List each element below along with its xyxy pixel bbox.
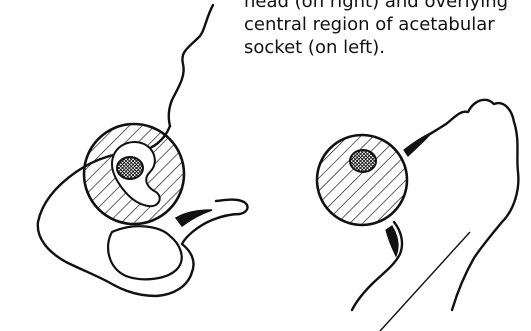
femur-neck-upper <box>406 100 518 310</box>
acetabulum-central-region <box>117 157 143 179</box>
obturator-foramen <box>108 226 182 279</box>
femur-figure <box>317 100 518 331</box>
femoral-head-central-region <box>350 150 376 172</box>
femoral-head <box>317 135 407 225</box>
acetabulum-figure <box>38 5 248 296</box>
femur-cortex-thick-1 <box>404 132 432 156</box>
femur-cortex-thick-2 <box>386 226 398 256</box>
pelvis-upper-contour <box>169 5 213 126</box>
